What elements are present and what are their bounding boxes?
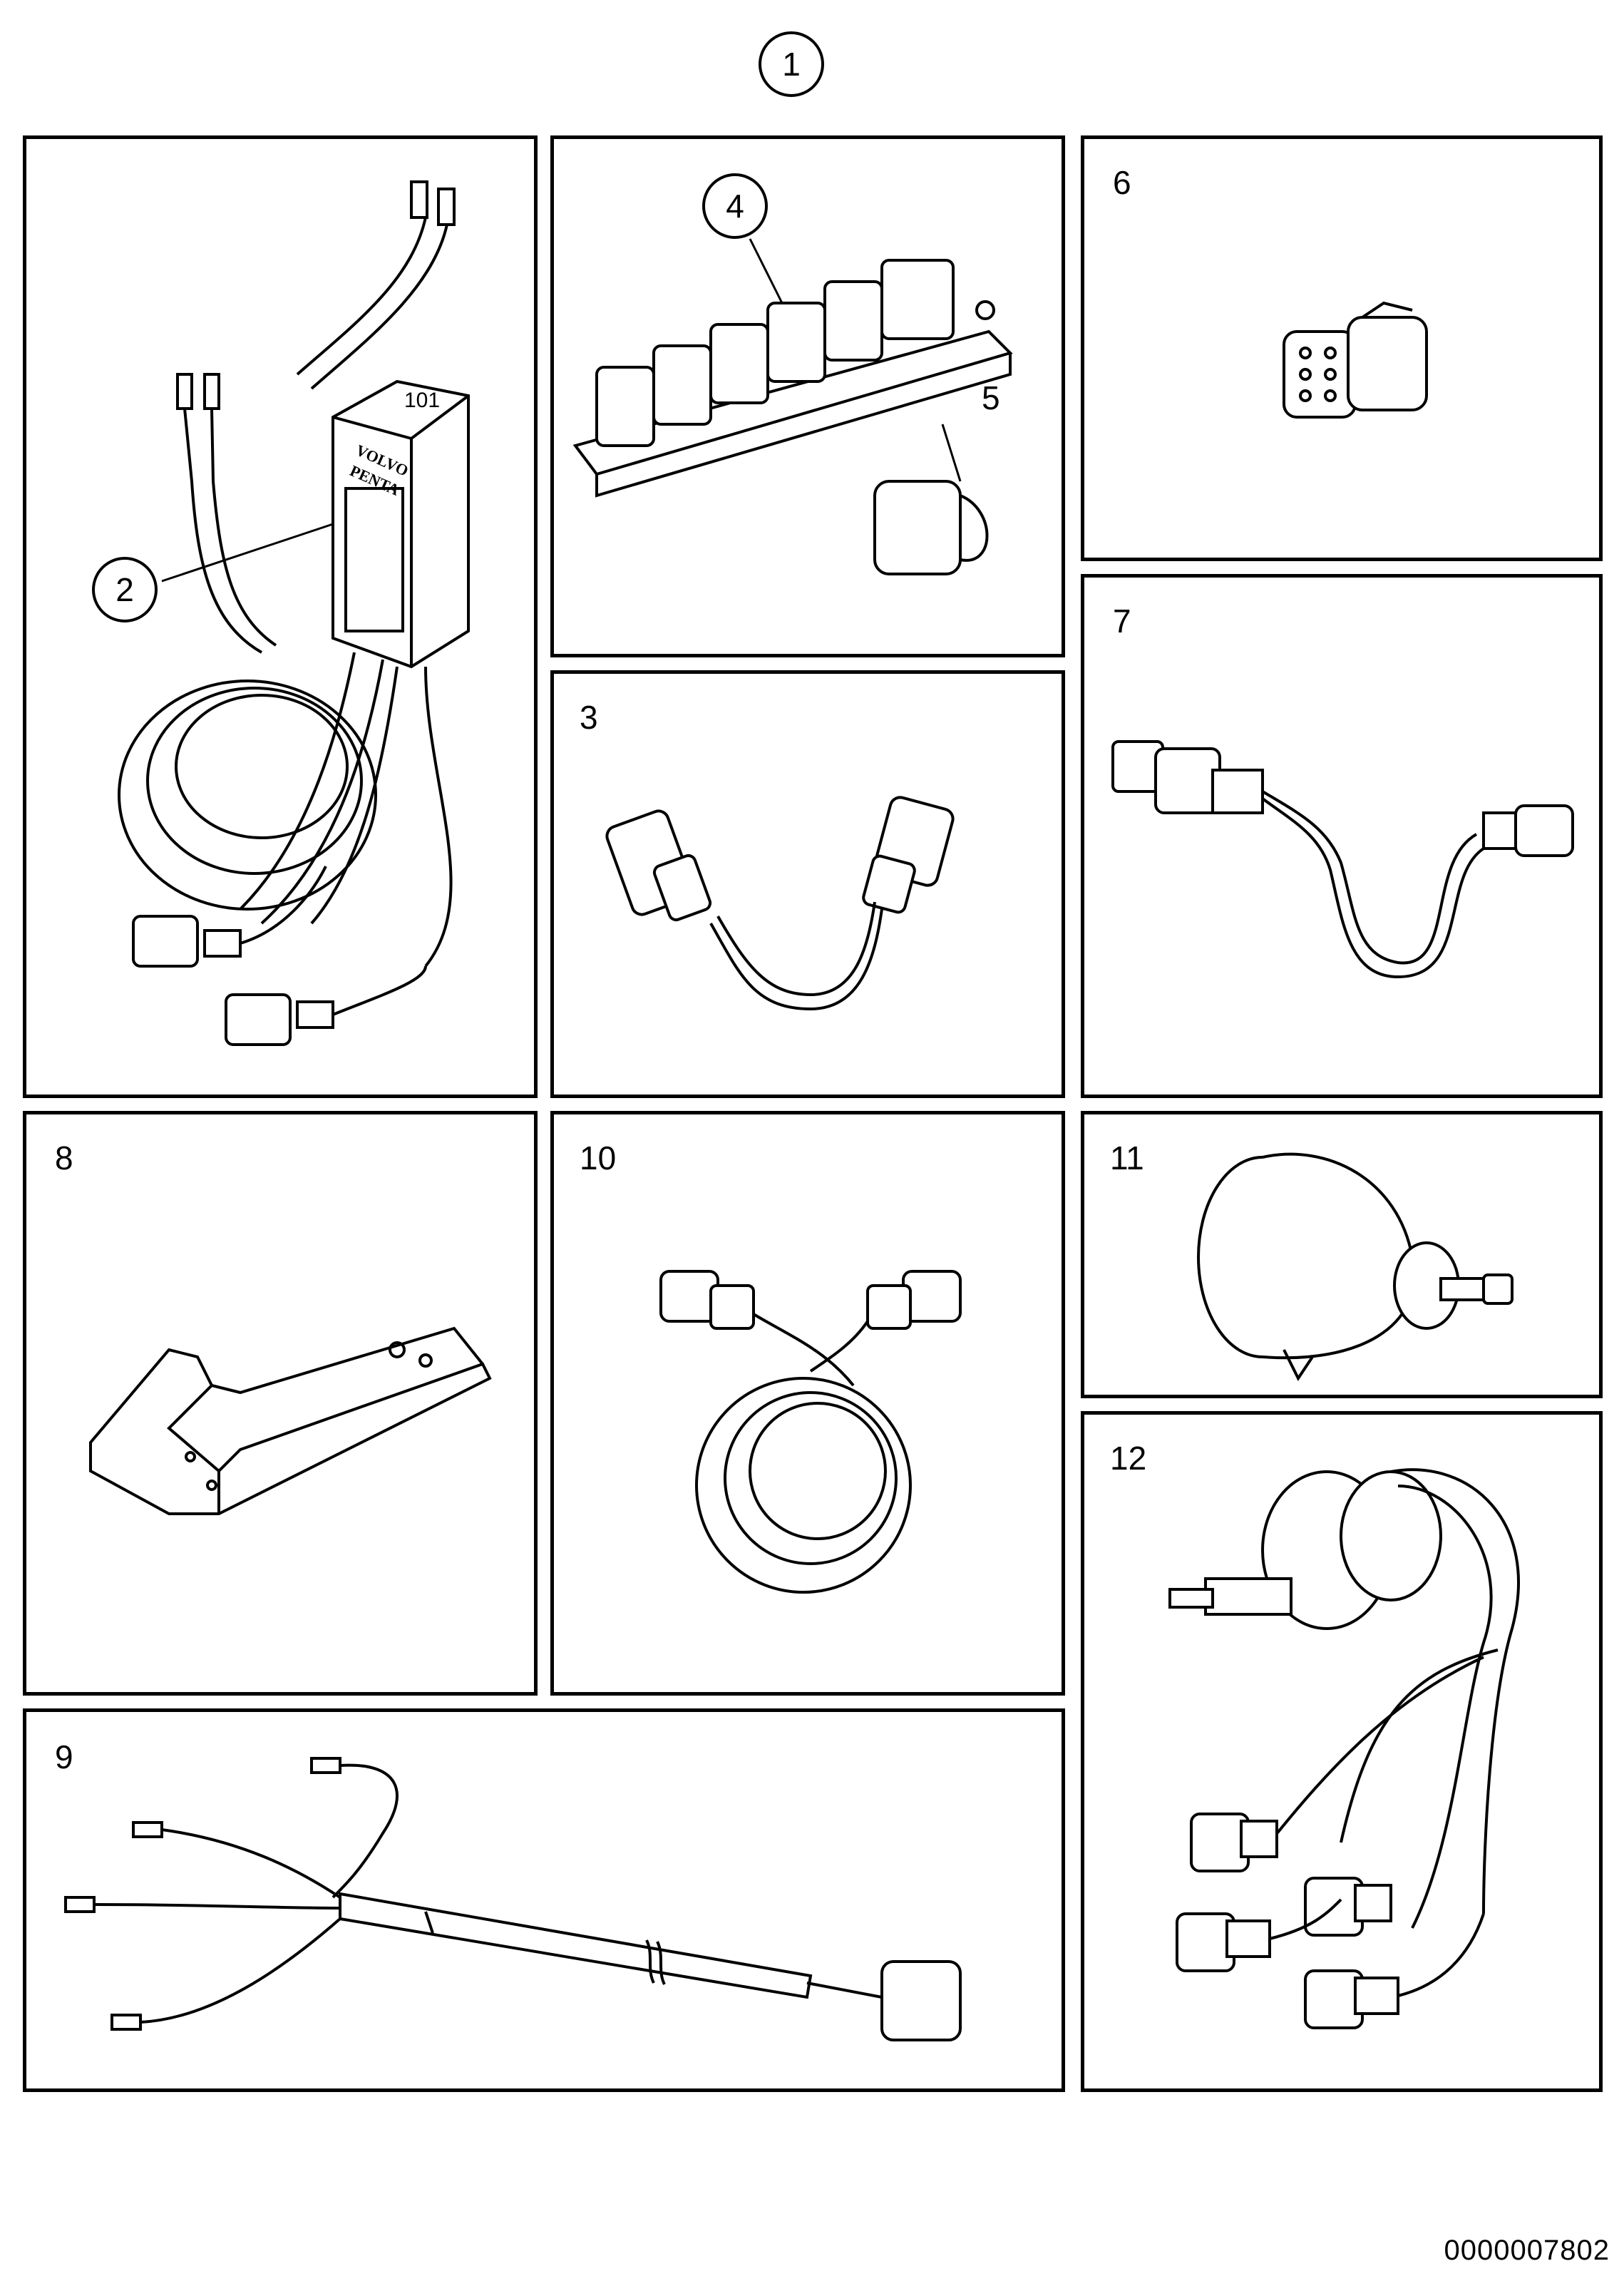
- label-5: 5: [982, 379, 1000, 416]
- sensor-cable-drawing: [1111, 740, 1574, 979]
- label-3: 3: [580, 699, 598, 736]
- bracket-drawing: [89, 1326, 492, 1515]
- gauge-drawing: [1197, 1152, 1513, 1381]
- panel-extension-cable: 10: [550, 1111, 1065, 1696]
- panel-adapter-cable: 3: [550, 670, 1065, 1098]
- control-unit-drawing: [118, 180, 470, 1046]
- potentiometer-harness-drawing: [1168, 1468, 1520, 2029]
- panel-connector-plug: 6: [1081, 135, 1603, 561]
- label-8: 8: [55, 1139, 73, 1177]
- cable-harness-drawing: [64, 1757, 962, 2041]
- panel-cable-harness: 9: [23, 1708, 1065, 2092]
- label-7: 7: [1113, 603, 1131, 640]
- panel-potentiometer-harness: 12: [1081, 1411, 1603, 2092]
- label-11: 11: [1110, 1139, 1144, 1177]
- main-callout: 1: [759, 31, 824, 97]
- callout-2: 2: [92, 557, 158, 622]
- connector-block-drawing: [572, 238, 1013, 575]
- adapter-cable-drawing: [605, 796, 955, 1011]
- panel-gauge: 11: [1081, 1111, 1603, 1398]
- document-number: 0000007802: [1444, 2235, 1610, 2266]
- label-12: 12: [1110, 1440, 1147, 1477]
- panel-bracket: 8: [23, 1111, 538, 1696]
- callout-4: 4: [702, 173, 768, 239]
- panel-connector-block: 4 5: [550, 135, 1065, 657]
- extension-cable-drawing: [659, 1270, 962, 1594]
- box-marking: 101: [404, 389, 441, 412]
- label-9: 9: [55, 1738, 73, 1775]
- label-10: 10: [580, 1139, 617, 1177]
- panel-control-unit: VOLVO PENTA 101 2: [23, 135, 538, 1098]
- label-6: 6: [1113, 164, 1131, 201]
- connector-plug-drawing: [1283, 301, 1428, 419]
- panel-sensor-cable: 7: [1081, 574, 1603, 1098]
